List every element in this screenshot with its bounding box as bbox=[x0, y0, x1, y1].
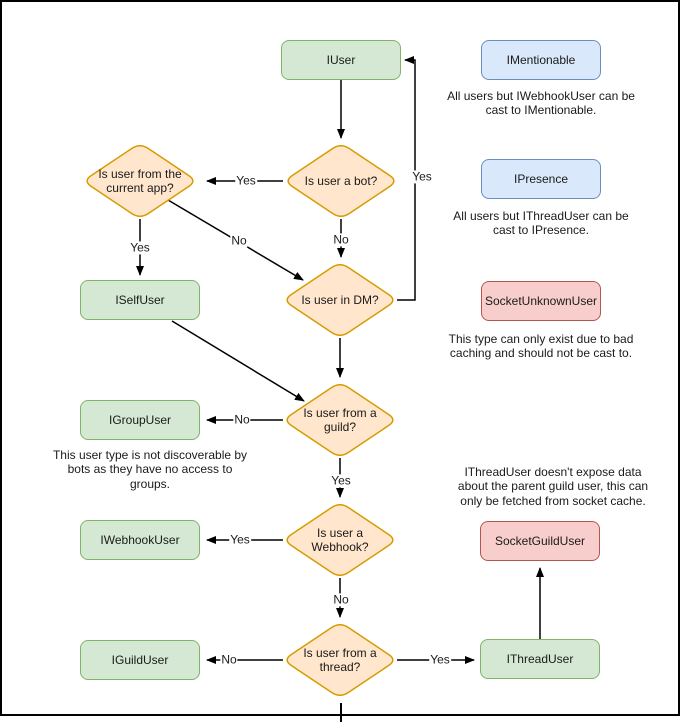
decision-shape-guild bbox=[286, 384, 394, 456]
decision-webhook-label: Is user a Webhook? bbox=[311, 525, 369, 554]
node-ipresence: IPresence bbox=[481, 159, 601, 199]
node-imentionable: IMentionable bbox=[481, 40, 601, 80]
decision-current-app-label: Is user from the current app? bbox=[98, 166, 182, 195]
node-iwebhookuser-label: IWebhookUser bbox=[100, 533, 180, 547]
note-ipresence: All users but IThreadUser can be cast to… bbox=[453, 209, 629, 238]
edge-label-webhook-yes: Yes bbox=[229, 532, 251, 547]
note-imentionable: All users but IWebhookUser can be cast t… bbox=[447, 89, 635, 118]
edge-label-current-app-no: No bbox=[230, 233, 248, 248]
decision-thread-label: Is user from a thread? bbox=[303, 645, 377, 674]
node-iselfuser-label: ISelfUser bbox=[115, 293, 165, 307]
page-boundary-tick bbox=[340, 703, 342, 722]
edge-label-thread-yes: Yes bbox=[429, 652, 451, 667]
node-iselfuser: ISelfUser bbox=[80, 280, 200, 320]
edge-label-thread-no: No bbox=[220, 652, 238, 667]
node-socketunknownuser-label: SocketUnknownUser bbox=[484, 294, 598, 308]
decision-shape-current-app bbox=[86, 145, 194, 217]
edge-label-bot-no: No bbox=[332, 232, 350, 247]
edge-label-bot-yes: Yes bbox=[235, 173, 257, 188]
node-igroupuser-label: IGroupUser bbox=[108, 413, 172, 427]
edge-label-guild-no: No bbox=[233, 412, 251, 427]
edge-label-current-app-yes: Yes bbox=[129, 240, 151, 255]
node-iuser-label: IUser bbox=[326, 53, 356, 67]
node-socketunknownuser: SocketUnknownUser bbox=[481, 281, 601, 321]
node-ipresence-label: IPresence bbox=[513, 172, 569, 186]
note-socketunknownuser: This type can only exist due to bad cach… bbox=[448, 332, 634, 361]
edge-label-dm-yes: Yes bbox=[411, 169, 433, 184]
node-socketguilduser-label: SocketGuildUser bbox=[494, 534, 586, 548]
node-socketguilduser: SocketGuildUser bbox=[480, 521, 600, 561]
decision-shape-thread bbox=[286, 624, 394, 696]
node-iwebhookuser: IWebhookUser bbox=[80, 520, 200, 560]
decision-bot-label: Is user a bot? bbox=[304, 173, 378, 188]
arrow-iselfuser-to-guild bbox=[171, 320, 305, 402]
decision-shape-bot bbox=[287, 145, 395, 217]
decision-shape-webhook bbox=[286, 504, 394, 576]
node-iguilduser: IGuildUser bbox=[80, 640, 200, 680]
node-ithreaduser: IThreadUser bbox=[480, 639, 600, 679]
node-iguilduser-label: IGuildUser bbox=[111, 653, 169, 667]
node-ithreaduser-label: IThreadUser bbox=[506, 652, 574, 666]
edge-label-guild-yes: Yes bbox=[330, 473, 352, 488]
note-ithreaduser: IThreadUser doesn't expose data about th… bbox=[457, 465, 649, 508]
edge-label-webhook-no: No bbox=[332, 592, 350, 607]
node-imentionable-label: IMentionable bbox=[506, 53, 576, 67]
decision-guild-label: Is user from a guild? bbox=[303, 405, 377, 434]
decision-shape-dm bbox=[286, 264, 394, 336]
note-igroupuser: This user type is not discoverable by bo… bbox=[52, 448, 248, 491]
node-igroupuser: IGroupUser bbox=[80, 400, 200, 440]
node-iuser: IUser bbox=[281, 40, 401, 80]
decision-dm-label: Is user in DM? bbox=[301, 292, 379, 307]
